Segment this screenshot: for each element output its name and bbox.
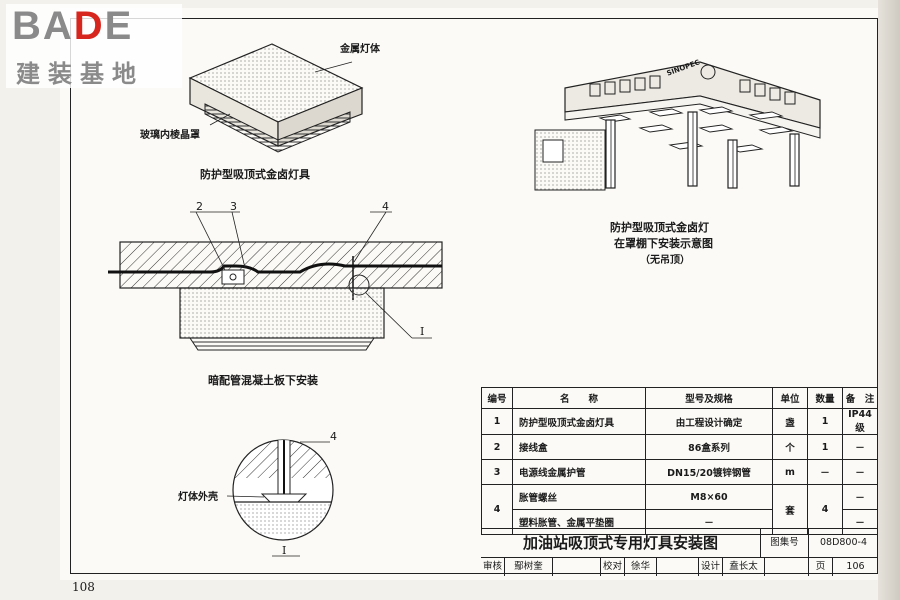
review-label: 审核 — [481, 558, 505, 576]
row-qty: 1 — [807, 408, 843, 435]
row-note: － — [842, 434, 878, 460]
row-qty: 4 — [807, 484, 843, 535]
row-unit: 盏 — [772, 408, 808, 435]
table-row: 3 电源线金属护管 DN15/20镀锌钢管 m － － — [481, 459, 878, 485]
callout-3: 3 — [230, 200, 237, 213]
canopy-caption-3: （无吊顶） — [640, 255, 690, 266]
row-name: 防护型吸顶式金卤灯具 — [512, 408, 646, 435]
row-note: － — [842, 509, 878, 535]
row-name: 电源线金属护管 — [512, 459, 646, 485]
row-unit: 个 — [772, 434, 808, 460]
row-note: － — [842, 484, 878, 510]
page-label: 页 — [809, 558, 833, 576]
detail-mark: I — [420, 325, 425, 338]
canopy-caption-2: 在罩棚下安装示意图 — [614, 237, 713, 250]
row-name: 胀管螺丝 — [512, 484, 646, 510]
table-header-row: 编号 名 称 型号及规格 单位 数量 备 注 — [481, 387, 878, 409]
section-caption: 暗配管混凝土板下安装 — [208, 374, 318, 387]
checker-signature — [657, 558, 699, 576]
callout-4-detail: 4 — [330, 430, 337, 443]
col-qty: 数量 — [807, 387, 843, 409]
row-spec: － — [645, 509, 773, 535]
slab-section — [108, 211, 443, 351]
table-row: 2 接线盒 86盒系列 个 1 － — [481, 434, 878, 460]
title-block: 加油站吸顶式专用灯具安装图 图集号 08D800-4 审核 鄢树奎 校对 徐华 … — [481, 528, 878, 576]
checker-name: 徐华 — [625, 558, 657, 576]
detail-mark-bottom: I — [282, 544, 287, 557]
canopy-caption-1: 防护型吸顶式金卤灯 — [610, 221, 709, 234]
reviewer-signature — [553, 558, 601, 576]
material-table: 编号 名 称 型号及规格 单位 数量 备 注 1 防护型吸顶式金卤灯具 由工程设… — [481, 387, 878, 535]
shell-label: 灯体外壳 — [178, 492, 218, 503]
page-number: 108 — [72, 580, 95, 594]
row-qty: 1 — [807, 434, 843, 460]
book-spine — [878, 0, 900, 600]
drawing-title: 加油站吸顶式专用灯具安装图 — [481, 529, 761, 557]
metal-body-label: 金属灯体 — [340, 44, 380, 55]
row-no: 2 — [481, 434, 513, 460]
designer-name: 盍长太 — [723, 558, 765, 576]
row-spec: 由工程设计确定 — [645, 408, 773, 435]
logo-brand: BADE — [12, 4, 134, 48]
row-no: 3 — [481, 459, 513, 485]
col-unit: 单位 — [772, 387, 808, 409]
row-name: 塑料胀管、金属平垫圈 — [512, 509, 646, 535]
bade-logo: BADE 建装基地 — [6, 4, 182, 88]
col-note: 备 注 — [842, 387, 878, 409]
row-unit: m — [772, 459, 808, 485]
table-row: 1 防护型吸顶式金卤灯具 由工程设计确定 盏 1 IP44级 — [481, 408, 878, 435]
callout-2: 2 — [196, 200, 203, 213]
drawing-frame — [70, 18, 878, 574]
designer-signature — [765, 558, 809, 576]
glass-cover-label: 玻璃内棱晶罩 — [140, 130, 200, 141]
canopy-perspective — [534, 61, 821, 191]
page-value: 106 — [846, 561, 865, 572]
col-no: 编号 — [481, 387, 513, 409]
row-no: 1 — [481, 408, 513, 435]
fixture-isometric — [188, 43, 364, 153]
table-row: 塑料胀管、金属平垫圈 － － — [482, 509, 878, 535]
fixture-caption: 防护型吸顶式金卤灯具 — [200, 168, 310, 181]
col-name: 名 称 — [512, 387, 646, 409]
row-spec: M8×60 — [645, 484, 773, 510]
row-qty: － — [807, 459, 843, 485]
row-spec: DN15/20镀锌钢管 — [645, 459, 773, 485]
signature-row: 审核 鄢树奎 校对 徐华 设计 盍长太 页 106 — [481, 557, 878, 576]
row-unit: 套 — [772, 484, 808, 535]
set-number: 08D800-4 — [819, 537, 867, 548]
set-label: 图集号 — [761, 529, 809, 557]
callout-4: 4 — [382, 200, 389, 213]
check-label: 校对 — [601, 558, 625, 576]
row-note: － — [842, 459, 878, 485]
logo-subtitle: 建装基地 — [16, 60, 144, 88]
row-name: 接线盒 — [512, 434, 646, 460]
row-note: IP44级 — [842, 408, 878, 435]
design-label: 设计 — [699, 558, 723, 576]
detail-i — [226, 439, 334, 557]
row-no: 4 — [481, 484, 513, 535]
col-spec: 型号及规格 — [645, 387, 773, 409]
table-row: 4 胀管螺丝 M8×60 套 4 － — [481, 484, 878, 535]
row-spec: 86盒系列 — [645, 434, 773, 460]
reviewer-name: 鄢树奎 — [505, 558, 553, 576]
